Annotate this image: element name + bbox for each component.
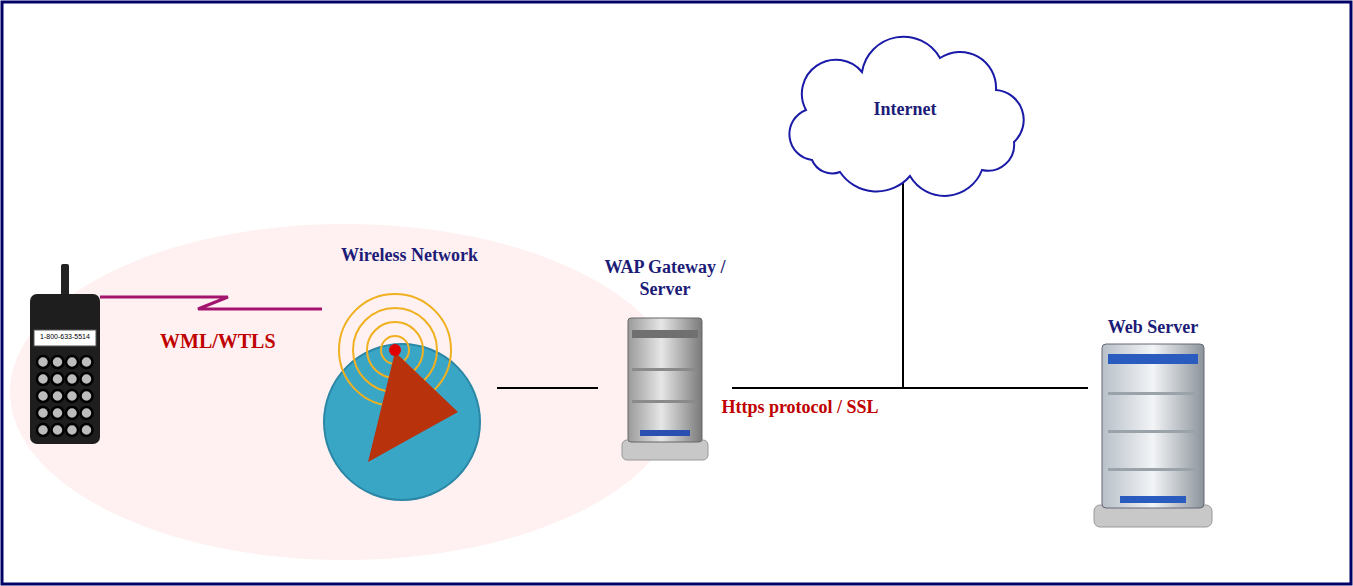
- phone-illustration: [30, 264, 100, 444]
- antenna-illustration: [324, 294, 480, 500]
- edge-label: Https protocol / SSL: [721, 397, 878, 418]
- phone-key: [37, 356, 49, 368]
- phone-key: [81, 424, 93, 436]
- phone-key: [52, 424, 64, 436]
- network-line: [497, 387, 598, 389]
- phone-key: [66, 373, 78, 385]
- node-label: 1-800-633-5514: [30, 332, 100, 341]
- node-label: WAP Gateway / Server: [598, 256, 732, 300]
- phone-key: [37, 424, 49, 436]
- wireless-network-node: Wireless Network: [322, 244, 497, 506]
- gateway-server-icon: [622, 318, 708, 460]
- phone-key: [81, 390, 93, 402]
- phone-key: [37, 407, 49, 419]
- phone-key: [52, 373, 64, 385]
- network-line: [903, 176, 1088, 388]
- web-server-node: Web Server: [1088, 316, 1218, 528]
- phone-key: [66, 407, 78, 419]
- wireless-zone: [10, 224, 680, 560]
- internet-cloud-node: Internet: [800, 50, 1010, 178]
- phone-node: 1-800-633-5514: [30, 264, 100, 446]
- node-label: Web Server: [1088, 316, 1218, 338]
- node-label: Internet: [800, 98, 1010, 120]
- phone-key: [37, 390, 49, 402]
- phone-key: [52, 390, 64, 402]
- phone-key: [81, 356, 93, 368]
- wireless-link: [100, 297, 322, 309]
- phone-key: [66, 424, 78, 436]
- web-server-icon: [1094, 344, 1212, 527]
- phone-key: [37, 373, 49, 385]
- phone-key: [52, 407, 64, 419]
- phone-key: [66, 390, 78, 402]
- phone-key: [81, 407, 93, 419]
- network-line: [732, 176, 903, 388]
- node-label: Wireless Network: [322, 244, 497, 266]
- phone-key: [52, 356, 64, 368]
- internet-cloud: [789, 37, 1023, 196]
- gateway-node: WAP Gateway / Server: [598, 256, 732, 462]
- phone-key: [66, 356, 78, 368]
- edge-label: WML/WTLS: [160, 330, 276, 353]
- phone-key: [81, 373, 93, 385]
